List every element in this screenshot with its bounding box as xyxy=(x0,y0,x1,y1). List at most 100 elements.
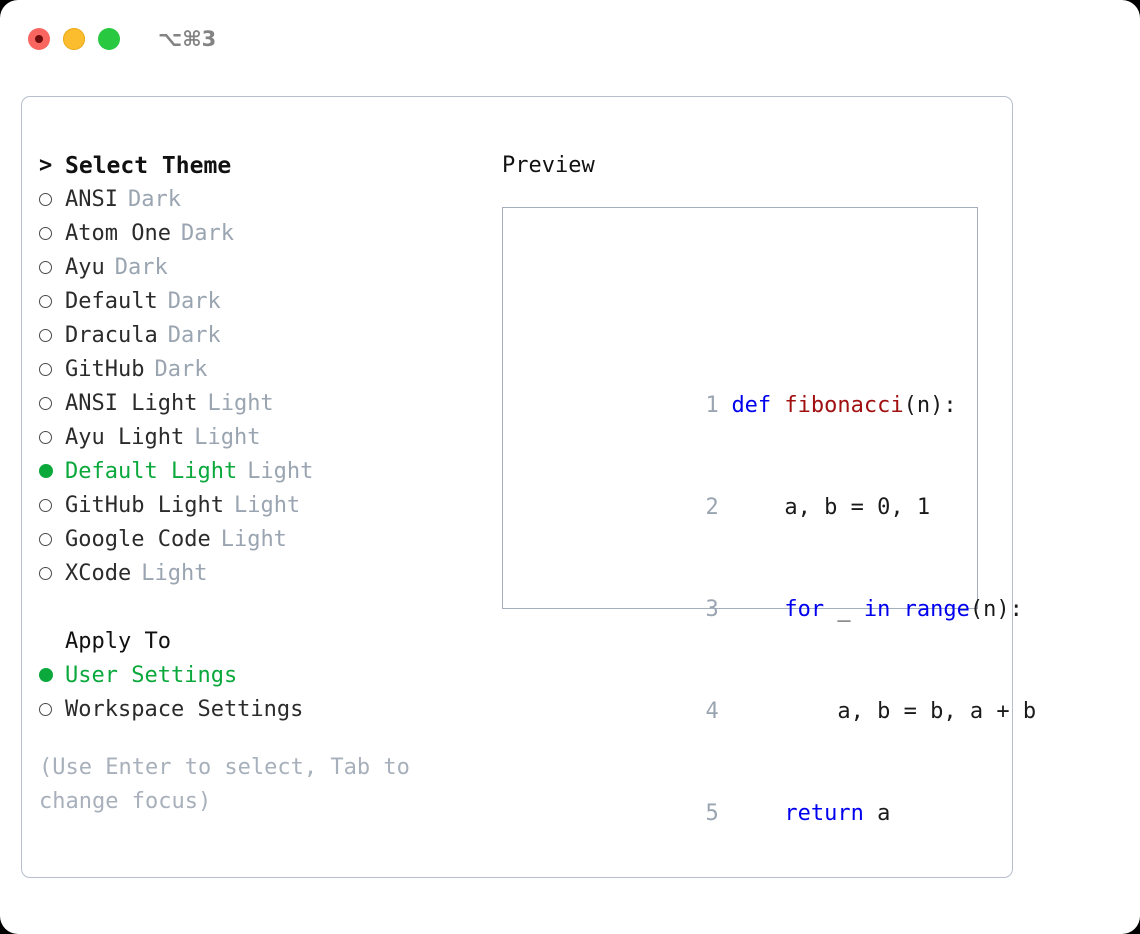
theme-list-column: > Select Theme ANSI Dark Atom One Dark A… xyxy=(39,149,469,819)
code-line: 5 return a xyxy=(520,763,1063,826)
radio-icon[interactable] xyxy=(39,557,65,591)
radio-icon[interactable] xyxy=(39,319,65,353)
traffic-lights xyxy=(28,28,120,50)
minimize-button[interactable] xyxy=(63,28,85,50)
theme-tag: Dark xyxy=(114,255,168,280)
preview-title: Preview xyxy=(502,153,595,178)
theme-tag: Light xyxy=(220,527,287,552)
apply-to-header: . Apply To xyxy=(39,625,469,659)
theme-name: ANSI Light xyxy=(65,391,198,416)
code-token: a, b = b, a + b xyxy=(731,699,1037,724)
theme-tag: Dark xyxy=(180,221,234,246)
code-token: range xyxy=(903,597,970,622)
line-number: 1 xyxy=(705,393,719,418)
radio-icon[interactable] xyxy=(39,251,65,285)
theme-picker-panel: > Select Theme ANSI Dark Atom One Dark A… xyxy=(21,96,1036,878)
theme-tag: Light xyxy=(141,561,208,586)
apply-to-option-label: Workspace Settings xyxy=(65,697,304,722)
theme-list-item[interactable]: ANSI Dark xyxy=(39,183,469,217)
radio-selected-icon[interactable] xyxy=(39,455,65,489)
caret-icon: > xyxy=(39,153,53,178)
theme-name: Default xyxy=(65,289,158,314)
radio-icon[interactable] xyxy=(39,353,65,387)
line-number: 3 xyxy=(705,597,719,622)
select-theme-header: > Select Theme xyxy=(39,149,469,183)
list-spacer xyxy=(39,591,469,625)
theme-name: Ayu Light xyxy=(65,425,185,450)
code-token xyxy=(731,597,784,622)
page-title: Select Theme xyxy=(65,153,232,179)
theme-tag: Light xyxy=(194,425,261,450)
theme-name: XCode xyxy=(65,561,132,586)
code-line: 4 a, b = b, a + b xyxy=(520,661,1063,724)
theme-tag: Light xyxy=(233,493,301,518)
code-line: 1 def fibonacci(n): xyxy=(520,355,1063,418)
theme-tag: Dark xyxy=(127,187,181,212)
radio-icon[interactable] xyxy=(39,183,65,217)
theme-list-item[interactable]: GitHub Light Light xyxy=(39,489,469,523)
theme-list-item[interactable]: GitHub Dark xyxy=(39,353,469,387)
theme-list-item[interactable]: Default Dark xyxy=(39,285,469,319)
apply-to-title: Apply To xyxy=(65,629,171,654)
code-token xyxy=(890,597,903,622)
theme-list-item-selected[interactable]: Default Light Light xyxy=(39,455,469,489)
radio-icon[interactable] xyxy=(39,489,65,523)
marker-placeholder: . xyxy=(39,625,65,659)
apply-to-option-selected[interactable]: User Settings xyxy=(39,659,469,693)
theme-tag: Dark xyxy=(154,357,208,382)
keyboard-hint: (Use Enter to select, Tab to change focu… xyxy=(39,755,410,814)
radio-icon[interactable] xyxy=(39,421,65,455)
theme-name: Dracula xyxy=(65,323,158,348)
line-number: 5 xyxy=(705,801,719,826)
radio-icon[interactable] xyxy=(39,217,65,251)
code-token: in xyxy=(863,597,891,622)
theme-list-item[interactable]: Dracula Dark xyxy=(39,319,469,353)
code-token: (n): xyxy=(903,393,957,418)
theme-tag: Dark xyxy=(167,289,221,314)
radio-icon[interactable] xyxy=(39,523,65,557)
close-icon xyxy=(35,35,43,43)
code-token xyxy=(731,801,784,826)
theme-list-item[interactable]: Ayu Light Light xyxy=(39,421,469,455)
theme-name: GitHub xyxy=(65,357,145,382)
theme-list-item[interactable]: XCode Light xyxy=(39,557,469,591)
code-line: 2 a, b = 0, 1 xyxy=(520,457,1063,520)
code-token: a, b = 0, 1 xyxy=(731,495,931,520)
line-number: 2 xyxy=(705,495,719,520)
code-token: (n): xyxy=(969,597,1023,622)
keyboard-shortcut-label: ⌥⌘3 xyxy=(158,27,217,51)
title-bar: ⌥⌘3 xyxy=(0,0,1140,78)
code-token: return xyxy=(784,801,864,826)
radio-icon[interactable] xyxy=(39,285,65,319)
theme-name: ANSI xyxy=(65,187,118,212)
code-token: for xyxy=(784,597,825,622)
theme-name: Ayu xyxy=(65,255,105,280)
code-token: a xyxy=(863,801,891,826)
theme-name: GitHub Light xyxy=(65,493,224,518)
theme-name: Google Code xyxy=(65,527,211,552)
radio-icon[interactable] xyxy=(39,693,65,727)
theme-tag: Light xyxy=(247,459,314,484)
code-token: _ xyxy=(824,597,864,622)
code-token: fibonacci xyxy=(784,393,904,418)
apply-to-option[interactable]: Workspace Settings xyxy=(39,693,469,727)
code-token: def xyxy=(731,393,785,418)
apply-to-option-label: User Settings xyxy=(65,663,238,688)
theme-tag: Dark xyxy=(167,323,221,348)
code-line: 3 for _ in range(n): xyxy=(520,559,1063,622)
close-button[interactable] xyxy=(28,28,50,50)
theme-list-item[interactable]: Google Code Light xyxy=(39,523,469,557)
theme-list-item[interactable]: Ayu Dark xyxy=(39,251,469,285)
zoom-button[interactable] xyxy=(98,28,120,50)
theme-name: Atom One xyxy=(65,221,171,246)
code-blank-line xyxy=(520,899,1063,933)
theme-list-item[interactable]: Atom One Dark xyxy=(39,217,469,251)
theme-name: Default Light xyxy=(65,459,238,484)
radio-icon[interactable] xyxy=(39,387,65,421)
radio-selected-icon[interactable] xyxy=(39,659,65,693)
theme-list-item[interactable]: ANSI Light Light xyxy=(39,387,469,421)
